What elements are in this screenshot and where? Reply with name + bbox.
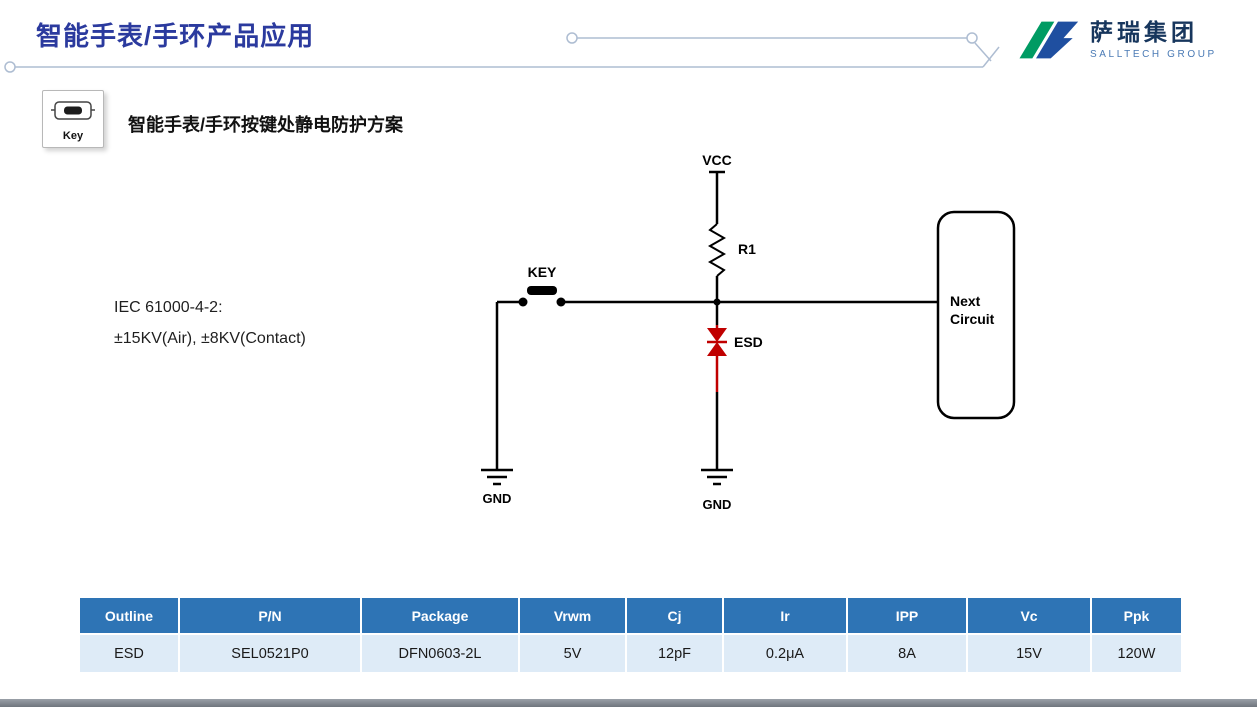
gnd-symbol-left	[481, 468, 513, 486]
col-header-ppk: Ppk	[1090, 596, 1183, 635]
esd-spec-table: Outline P/N Package Vrwm Cj Ir IPP Vc Pp…	[78, 596, 1183, 674]
cell-outline: ESD	[78, 633, 180, 674]
cell-vc: 15V	[966, 633, 1092, 674]
salltech-logo-icon	[1019, 21, 1079, 59]
col-header-ipp: IPP	[846, 596, 968, 635]
vcc-label: VCC	[702, 152, 732, 168]
logo-text-cn: 萨瑞集团	[1090, 19, 1198, 46]
gnd-symbol-right	[701, 468, 733, 486]
wire-junction-dot	[713, 298, 721, 306]
iec-line-1: IEC 61000-4-2:	[114, 299, 223, 316]
section-heading: 智能手表/手环按键处静电防护方案	[128, 115, 403, 135]
company-logo: 萨瑞集团 SALLTECH GROUP	[1014, 14, 1217, 66]
decorative-connector-lines	[4, 32, 1000, 73]
cell-vrwm: 5V	[518, 633, 627, 674]
col-header-outline: Outline	[78, 596, 180, 635]
col-header-vrwm: Vrwm	[518, 596, 627, 635]
cell-pn: SEL0521P0	[178, 633, 362, 674]
col-header-ir: Ir	[722, 596, 848, 635]
table-row: ESD SEL0521P0 DFN0603-2L 5V 12pF 0.2μA 8…	[78, 633, 1183, 674]
logo-text-en: SALLTECH GROUP	[1090, 48, 1217, 60]
cell-ipp: 8A	[846, 633, 968, 674]
next-circuit-label-line1: Next	[950, 293, 981, 309]
cell-package: DFN0603-2L	[360, 633, 520, 674]
gnd-left-label: GND	[483, 491, 512, 506]
gnd-right-label: GND	[703, 497, 732, 512]
page-title: 智能手表/手环产品应用	[36, 21, 315, 51]
key-label: KEY	[528, 264, 557, 280]
iec-line-2: ±15KV(Air), ±8KV(Contact)	[114, 330, 306, 348]
key-icon-label: Key	[62, 130, 84, 142]
push-button-icon	[51, 101, 95, 120]
col-header-package: Package	[360, 596, 520, 635]
r1-label: R1	[738, 241, 756, 257]
cell-ppk: 120W	[1090, 633, 1183, 674]
col-header-vc: Vc	[966, 596, 1092, 635]
bottom-divider-bar	[0, 699, 1257, 707]
cell-cj: 12pF	[625, 633, 724, 674]
col-header-pn: P/N	[178, 596, 362, 635]
next-circuit-label-line2: Circuit	[950, 311, 995, 327]
circuit-wires	[495, 170, 938, 470]
key-icon-card: Key	[42, 90, 104, 148]
key-switch-symbol	[518, 286, 566, 307]
logo-text: 萨瑞集团 SALLTECH GROUP	[1090, 19, 1217, 60]
col-header-cj: Cj	[625, 596, 724, 635]
esd-diode-symbol	[707, 325, 727, 392]
table-header-row: Outline P/N Package Vrwm Cj Ir IPP Vc Pp…	[78, 596, 1183, 635]
iec-standard-note: IEC 61000-4-2: ±15KV(Air), ±8KV(Contact)	[114, 292, 306, 354]
next-circuit-box	[936, 210, 1016, 420]
cell-ir: 0.2μA	[722, 633, 848, 674]
esd-label: ESD	[734, 334, 763, 350]
